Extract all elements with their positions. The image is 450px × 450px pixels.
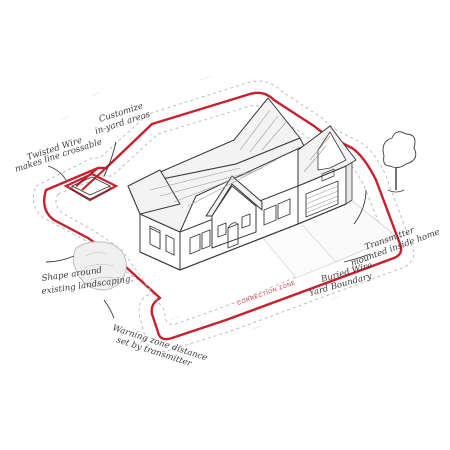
garage-door xyxy=(305,180,339,218)
callout-arrows xyxy=(45,141,371,319)
house xyxy=(127,97,357,271)
front-door xyxy=(227,223,239,249)
roof-shingles xyxy=(149,109,331,207)
boundary-wire xyxy=(43,91,403,341)
landscaping-bush xyxy=(73,241,127,291)
tree xyxy=(382,131,417,193)
in-yard-area xyxy=(63,172,119,202)
windows xyxy=(149,198,291,256)
correction-zone-label: CORRECTION ZONE xyxy=(237,280,297,307)
